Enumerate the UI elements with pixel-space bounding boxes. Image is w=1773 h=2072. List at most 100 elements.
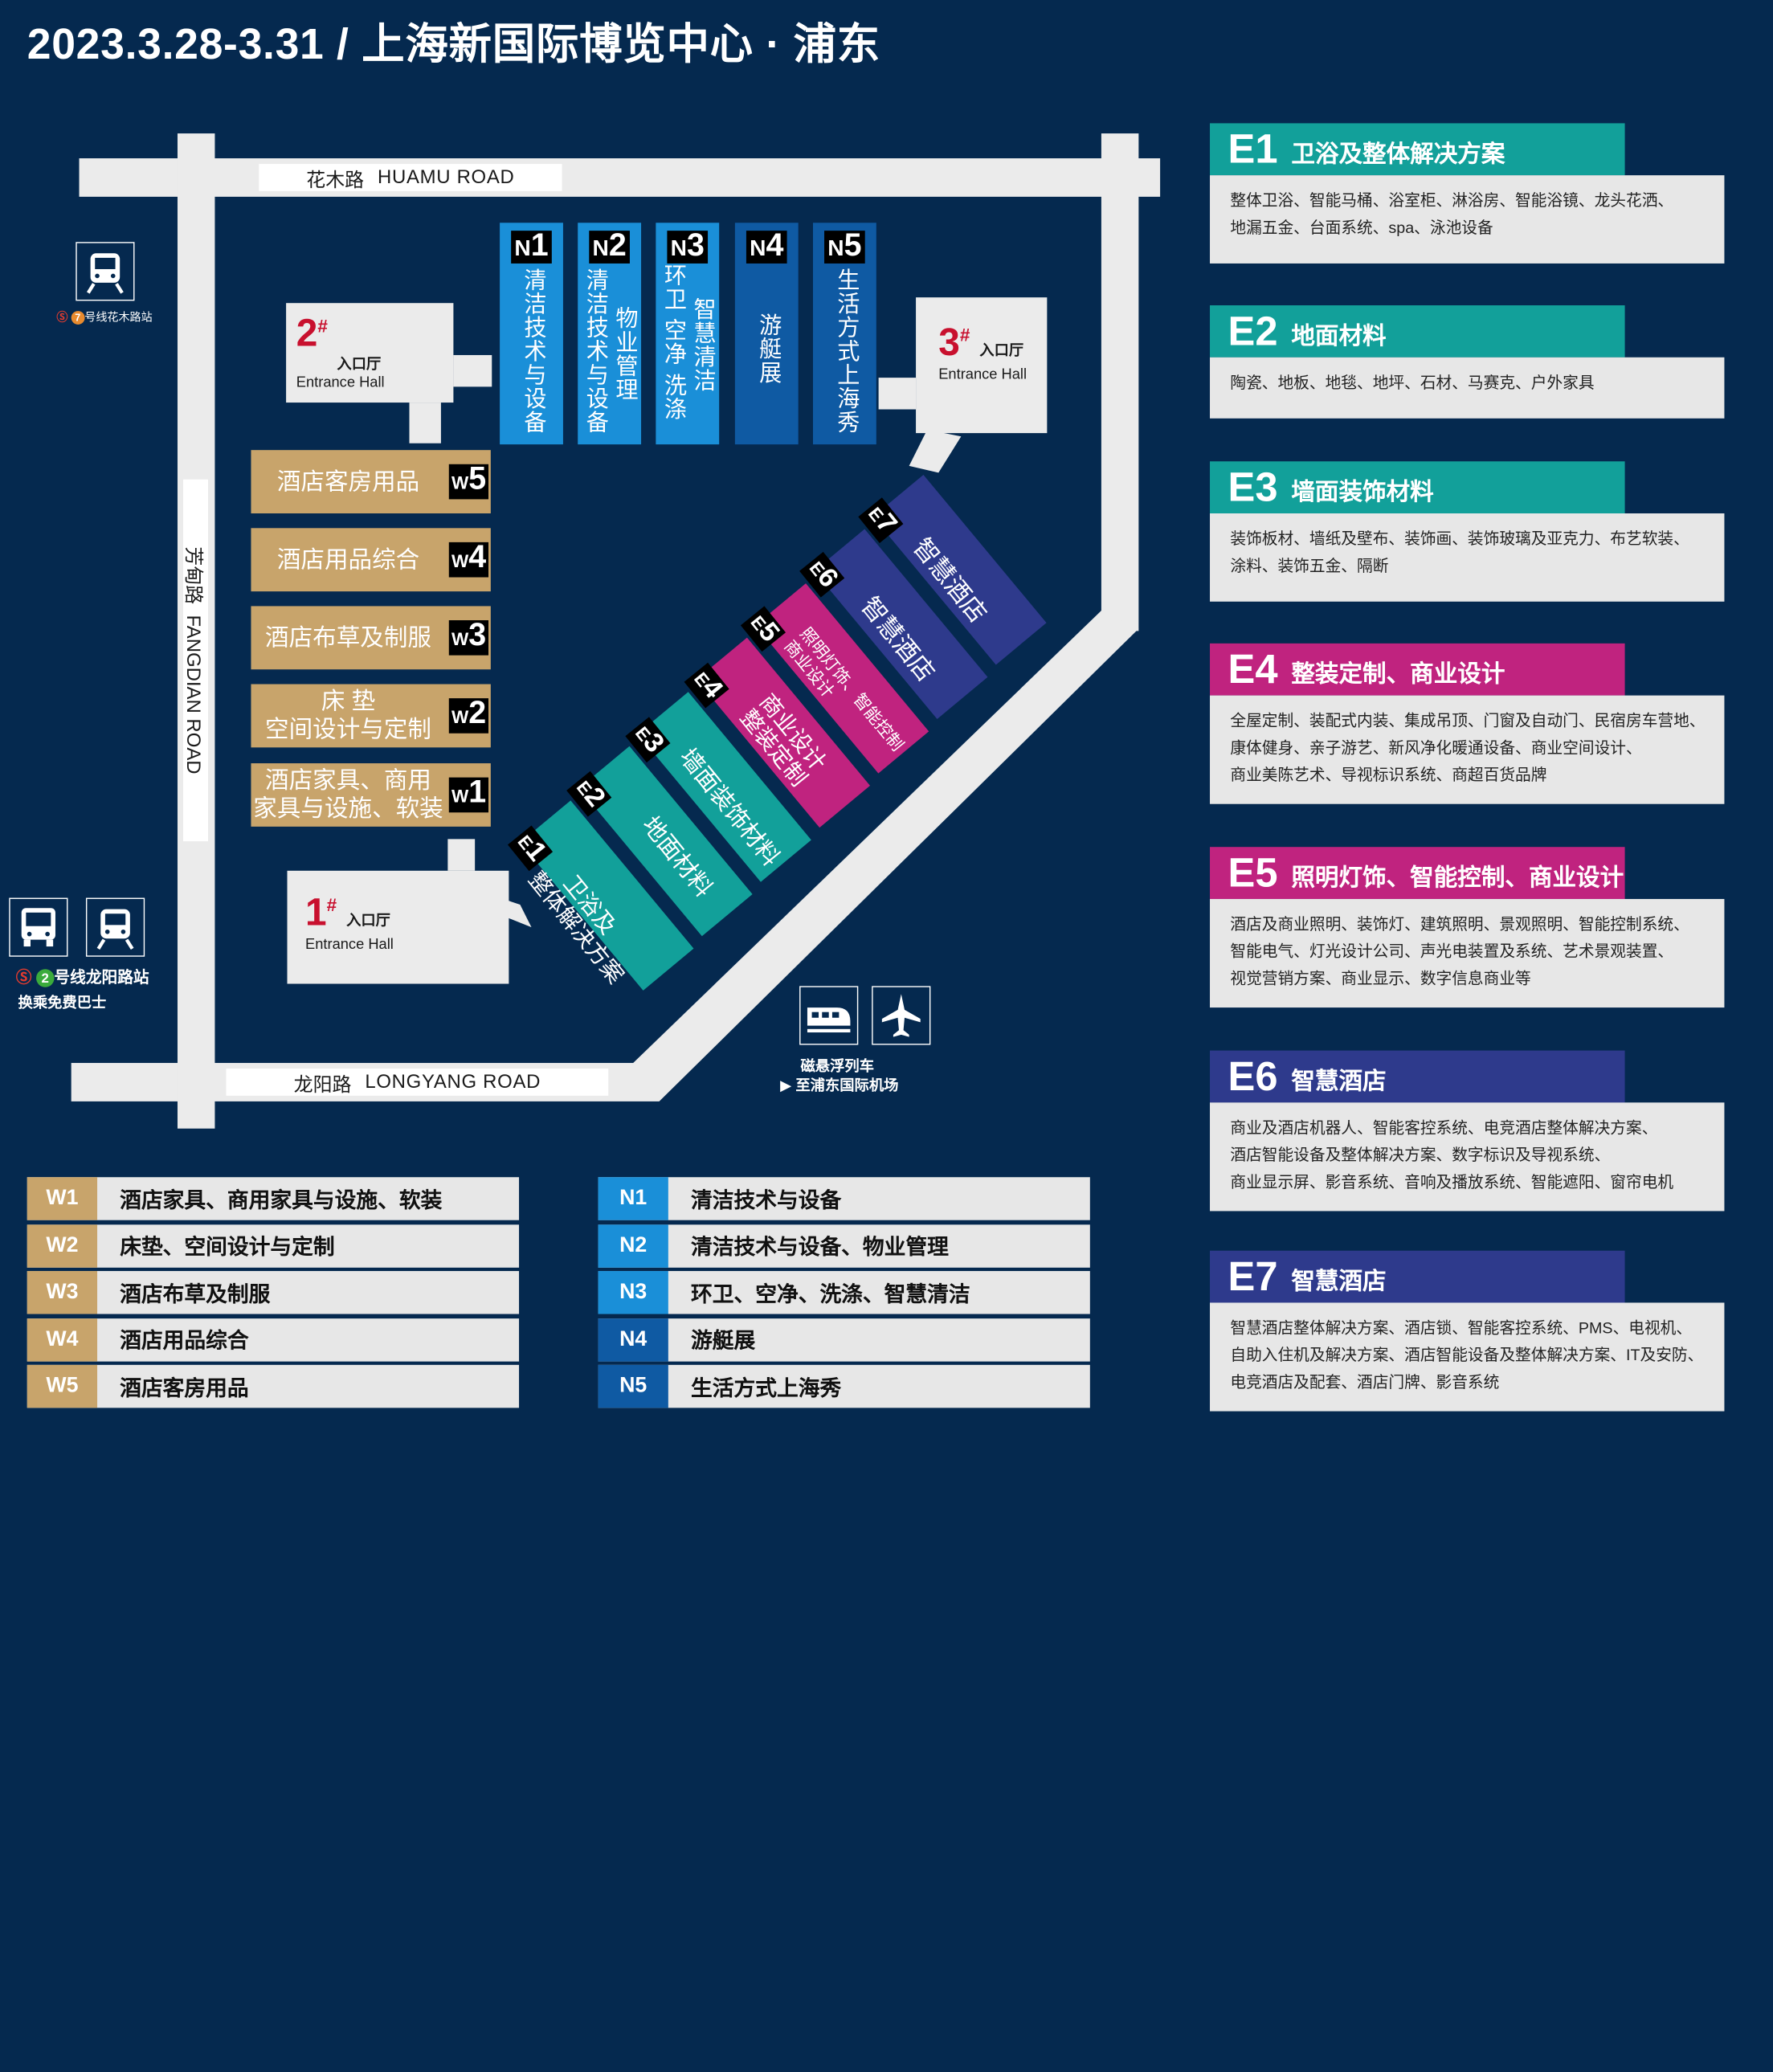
metro-icon-huamu — [76, 242, 135, 301]
card-line: 智能电气、灯光设计公司、声光电装置及系统、艺术景观装置、 — [1230, 942, 1674, 960]
card-line: 酒店智能设备及整体解决方案、数字标识及导视系统、 — [1230, 1145, 1611, 1164]
card-name: 卫浴及整体解决方案 — [1291, 141, 1505, 168]
maglev-label: 磁悬浮列车 — [800, 1057, 875, 1075]
card-line: 商业及酒店机器人、智能客控系统、电竞酒店整体解决方案、 — [1230, 1118, 1658, 1137]
hall-e7-shape[interactable] — [872, 474, 1047, 665]
line2-station: 号线龙阳路站 — [54, 967, 149, 987]
hall-n1-label: 清洁技术与设备 — [520, 268, 545, 435]
hall-n2[interactable]: N2 清洁技术与设备 物业管理 — [578, 223, 642, 445]
n-legend-row: N3 环卫、空净、洗涤、智慧清洁 — [598, 1271, 1090, 1314]
entrance-1-hall — [287, 870, 509, 984]
w-legend-text: 床垫、空间设计与定制 — [120, 1236, 335, 1261]
card-line: 商业显示屏、影音系统、音响及播放系统、智能遮阳、窗帘电机 — [1230, 1172, 1674, 1191]
hall-e3-shape[interactable] — [637, 692, 811, 882]
entrance-2-cn: 入口厅 — [337, 354, 382, 373]
longyang-road-en: LONGYANG ROAD — [365, 1070, 541, 1093]
hall-n4[interactable]: N4 游艇展 — [734, 223, 799, 445]
card-line: 电竞酒店及配套、酒店门牌、影音系统 — [1230, 1372, 1500, 1392]
hall-w4-badge: W4 — [449, 541, 489, 578]
longyang-road-label: 龙阳路 LONGYANG ROAD — [226, 1069, 609, 1096]
n-legend-text: 环卫、空净、洗涤、智慧清洁 — [690, 1283, 970, 1307]
card-line: 酒店及商业照明、装饰灯、建筑照明、景观照明、智能控制系统、 — [1230, 914, 1689, 934]
page-title: 2023.3.28-3.31 / 上海新国际博览中心 · 浦东 — [27, 21, 880, 69]
card-line: 视觉营销方案、商业显示、数字信息商业等 — [1230, 969, 1531, 987]
n-legend-code: N4 — [598, 1318, 668, 1362]
hall-e4-shape[interactable] — [697, 637, 871, 828]
hall-w3-label: 酒店布草及制服 — [265, 624, 431, 652]
w-legend-text: 酒店布草及制服 — [120, 1283, 271, 1307]
entrance-3-hall — [916, 297, 1048, 434]
hall-e2-shape[interactable] — [578, 746, 753, 937]
card-line: 康体健身、亲子游艺、新风净化暖通设备、商业空间设计、 — [1230, 738, 1642, 757]
hall-w1[interactable]: 酒店家具、商用家具与设施、软装 W1 — [251, 763, 491, 827]
hall-n3-label-1: 环卫 空净 洗涤 — [660, 263, 685, 421]
card-name: 照明灯饰、智能控制、商业设计 — [1291, 864, 1624, 892]
hall-n3[interactable]: N3 环卫 空净 洗涤 智慧清洁 — [656, 223, 720, 445]
hall-w3[interactable]: 酒店布草及制服 W3 — [251, 606, 491, 670]
entrance-3-en: Entrance Hall — [938, 365, 1027, 382]
card-name: 智慧酒店 — [1291, 1269, 1387, 1295]
huamu-road-label: 花木路 HUAMU ROAD — [259, 164, 562, 191]
hall-n4-label: 游艇展 — [755, 313, 781, 385]
card-e3-body: 装饰板材、墙纸及壁布、装饰画、装饰玻璃及亚克力、布艺软装、涂料、装饰五金、隔断 — [1210, 513, 1725, 602]
card-line: 整体卫浴、智能马桶、浴室柜、淋浴房、智能浴镜、龙头花洒、 — [1230, 190, 1674, 210]
card-line: 全屋定制、装配式内装、集成吊顶、门窗及自动门、民宿房车营地、 — [1230, 711, 1706, 729]
hall-w1-label-2: 家具与设施、软装 — [253, 795, 443, 823]
huamu-road-en: HUAMU ROAD — [377, 166, 515, 188]
hall-w4[interactable]: 酒店用品综合 W4 — [251, 528, 491, 592]
hall-e5-shape[interactable] — [755, 583, 929, 774]
fangdian-road-label: 芳甸路 FANGDIAN ROAD — [182, 479, 208, 842]
hall-w2[interactable]: 床 垫空间设计与定制 W2 — [251, 684, 491, 748]
entrance-1-label: 1# 入口厅 Entrance Hall — [305, 891, 394, 952]
hall-w1-label-1: 酒店家具、商用 — [265, 767, 431, 795]
huamu-road-cn: 花木路 — [306, 169, 365, 191]
card-code: E4 — [1228, 645, 1278, 693]
card-code: E6 — [1228, 1052, 1278, 1100]
hall-e1-shape[interactable] — [520, 800, 694, 991]
card-e6-body: 商业及酒店机器人、智能客控系统、电竞酒店整体解决方案、酒店智能设备及整体解决方案… — [1210, 1102, 1725, 1212]
n-legend-code: N2 — [598, 1224, 668, 1268]
w-legend-code: W5 — [27, 1365, 98, 1408]
entrance-1-stem — [447, 839, 476, 871]
w-legend-code: W2 — [27, 1224, 98, 1268]
line2-number: 2 — [35, 969, 55, 987]
airport-text: 至浦东国际机场 — [795, 1076, 899, 1094]
card-e4-body: 全屋定制、装配式内装、集成吊顶、门窗及自动门、民宿房车营地、康体健身、亲子游艺、… — [1210, 695, 1725, 804]
line7-station: 号线花木路站 — [84, 312, 153, 325]
card-name: 整装定制、商业设计 — [1291, 661, 1505, 688]
n-legend-text: 清洁技术与设备、物业管理 — [690, 1236, 949, 1261]
hall-n1-badge: N1 — [511, 229, 552, 264]
hall-w2-badge: W2 — [449, 697, 489, 734]
card-e4-header: E4 整装定制、商业设计 — [1210, 643, 1625, 696]
hall-w4-label: 酒店用品综合 — [276, 546, 420, 573]
n-legend-text: 游艇展 — [690, 1330, 756, 1355]
metro-logo-icon-2: Ⓢ — [15, 967, 32, 987]
hall-w5[interactable]: 酒店客房用品 W5 — [251, 450, 491, 514]
card-e2-body: 陶瓷、地板、地毯、地坪、石材、马赛克、户外家具 — [1210, 357, 1725, 419]
card-line: 陶瓷、地板、地毯、地坪、石材、马赛克、户外家具 — [1230, 373, 1595, 391]
hall-n1[interactable]: N1 清洁技术与设备 — [500, 223, 563, 445]
card-name: 墙面装饰材料 — [1291, 479, 1434, 506]
card-code: E7 — [1228, 1253, 1278, 1300]
w-legend-row: W2 床垫、空间设计与定制 — [27, 1224, 520, 1268]
hall-e6-shape[interactable] — [814, 529, 988, 720]
card-name: 智慧酒店 — [1291, 1069, 1387, 1095]
bus-label: 换乘免费巴士 — [18, 994, 107, 1011]
entrance-3-label: 3# 入口厅 Entrance Hall — [938, 321, 1027, 382]
hall-n3-label-2: 智慧清洁 — [689, 297, 715, 393]
airplane-icon — [872, 986, 931, 1045]
longyang-road-cn: 龙阳路 — [293, 1073, 352, 1096]
hall-n5[interactable]: N5 生活方式上海秀 — [812, 223, 876, 445]
line7-number: 7 — [71, 311, 85, 325]
metro-icon-longyang — [85, 897, 145, 957]
n-legend-code: N3 — [598, 1271, 668, 1314]
w-legend-text: 酒店家具、商用家具与设施、软装 — [120, 1188, 443, 1213]
